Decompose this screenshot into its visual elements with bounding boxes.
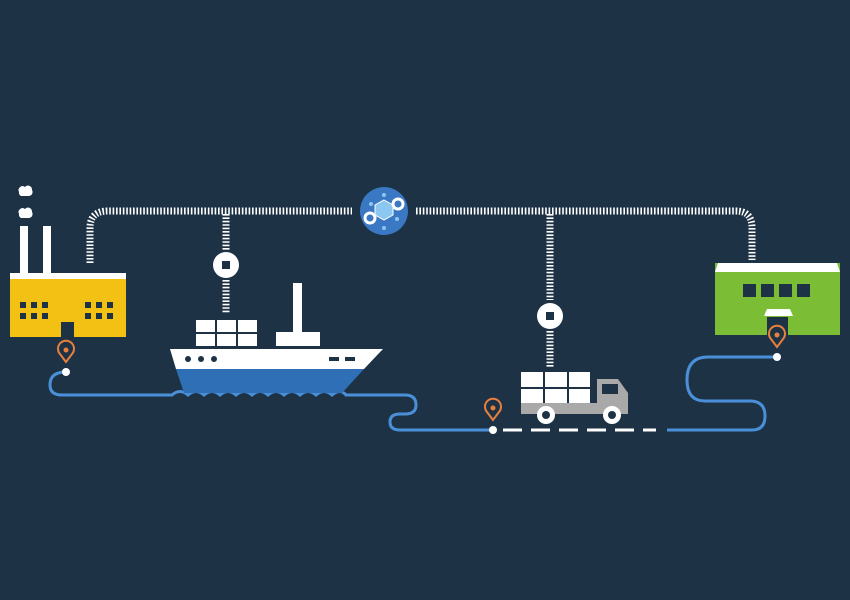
chip-node-icon[interactable]	[213, 252, 239, 278]
blockchain-hub-icon[interactable]	[360, 187, 408, 235]
location-pin-icon[interactable]	[484, 397, 502, 434]
chip-node-icon[interactable]	[537, 303, 563, 329]
link-factory-hub	[86, 207, 352, 263]
factory-icon	[10, 185, 126, 337]
ship-icon	[170, 283, 383, 393]
route-line-end	[667, 355, 777, 432]
link-hub-warehouse	[416, 207, 756, 260]
network-links	[86, 207, 756, 368]
location-pin-icon[interactable]	[768, 324, 786, 361]
location-pin-icon[interactable]	[57, 339, 75, 376]
truck-icon	[521, 372, 628, 424]
warehouse-icon	[715, 263, 840, 335]
